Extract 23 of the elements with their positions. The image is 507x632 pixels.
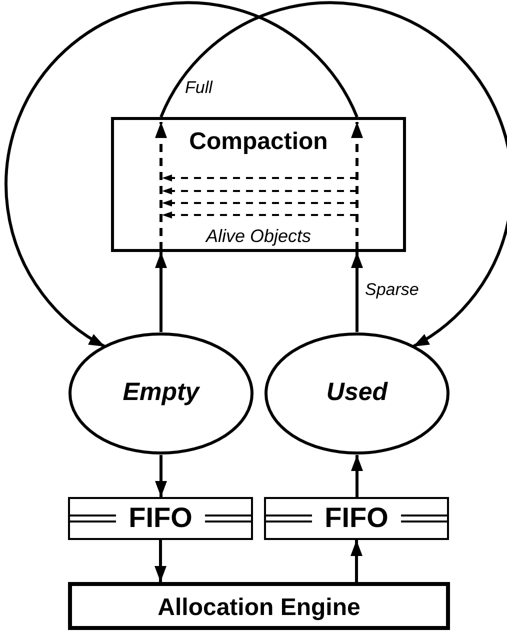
node-label: Allocation Engine	[156, 594, 362, 622]
edge-label: Full	[185, 78, 212, 98]
arrow	[351, 252, 363, 332]
node-label: FIFO	[128, 502, 194, 534]
process-box	[111, 117, 406, 252]
arrow	[4, 1, 358, 348]
box-title: Compaction	[188, 128, 329, 156]
node-label: FIFO	[324, 502, 390, 534]
arrow	[154, 540, 166, 582]
arrow	[351, 455, 363, 497]
fifo-queue	[264, 497, 449, 540]
state-ellipse	[264, 332, 450, 455]
engine-box	[68, 582, 450, 630]
arrow	[350, 540, 362, 582]
arrow	[155, 252, 167, 332]
node-label: Empty	[122, 378, 201, 406]
state-ellipse	[68, 332, 254, 455]
node-label: Used	[325, 378, 389, 406]
fifo-queue	[68, 497, 253, 540]
edge-label: Sparse	[365, 280, 419, 300]
arrow	[155, 455, 167, 497]
box-caption: Alive Objects	[204, 226, 312, 247]
arrow	[160, 1, 507, 348]
